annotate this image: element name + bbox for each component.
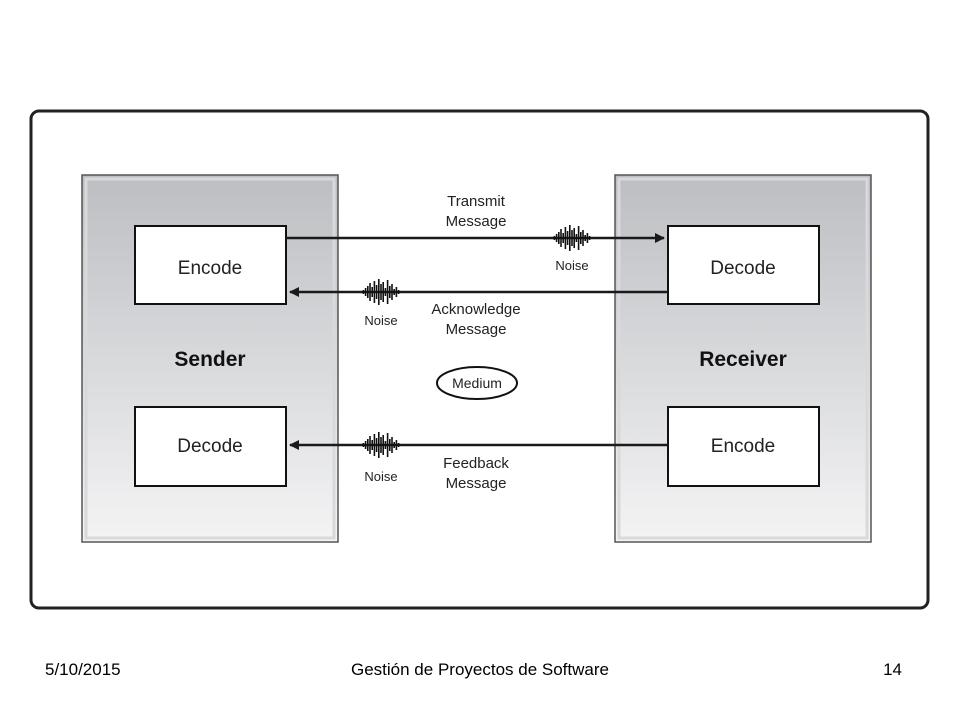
transmit-label-line1: Transmit	[447, 193, 506, 210]
receiver-encode-box	[667, 406, 820, 487]
noise-label-transmit: Noise	[555, 258, 588, 273]
receiver-decode-label: Decode	[710, 258, 776, 279]
sender-label: Sender	[174, 348, 245, 371]
transmit-label-line2: Message	[446, 213, 507, 230]
sender-encode-label: Encode	[178, 258, 242, 279]
medium-ellipse	[436, 366, 518, 400]
receiver-label: Receiver	[699, 348, 787, 371]
noise-waveform-icon	[362, 279, 400, 305]
receiver-encode-label: Encode	[711, 436, 775, 457]
medium-label: Medium	[452, 375, 502, 391]
acknowledge-label-line2: Message	[446, 321, 507, 338]
sender-decode-label: Decode	[177, 436, 243, 457]
noise-waveform-icon	[553, 225, 591, 251]
sender-encode-box	[134, 225, 287, 305]
footer-page-number: 14	[883, 660, 902, 679]
sender-decode-box	[134, 406, 287, 487]
noise-label-feedback: Noise	[364, 469, 397, 484]
footer-title: Gestión de Proyectos de Software	[351, 660, 609, 679]
receiver-decode-box	[667, 225, 820, 305]
noise-waveform-icon	[362, 432, 400, 458]
acknowledge-label-line1: Acknowledge	[431, 301, 520, 318]
feedback-label-line2: Message	[446, 475, 507, 492]
feedback-label-line1: Feedback	[443, 455, 509, 472]
noise-label-acknowledge: Noise	[364, 313, 397, 328]
footer-date: 5/10/2015	[45, 660, 121, 679]
